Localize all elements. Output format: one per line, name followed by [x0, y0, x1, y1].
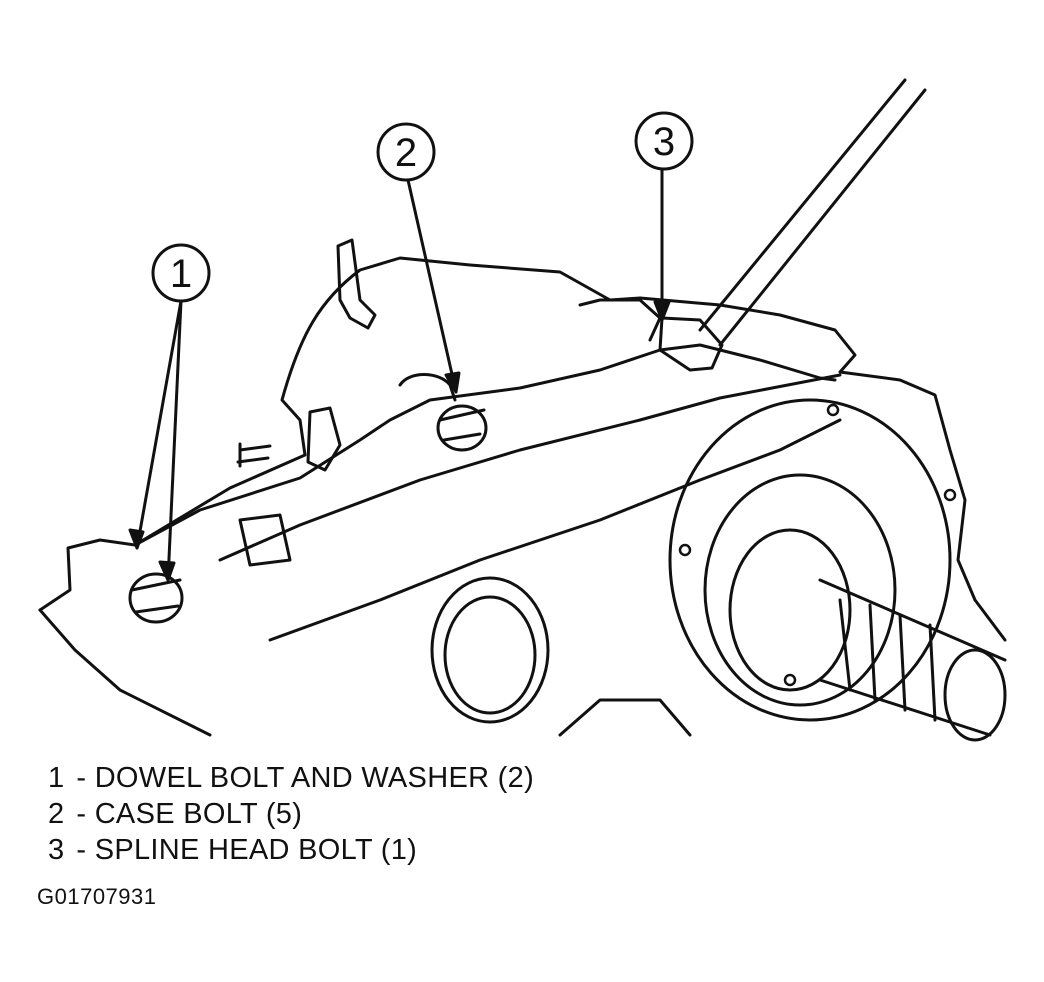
case-ridge: [268, 418, 842, 642]
bolt-boss-2: [398, 373, 457, 402]
left-tab: [306, 406, 342, 472]
legend-text: CASE BOLT (5): [94, 798, 303, 830]
callout-2-label: 2: [395, 131, 417, 175]
callout-2: 2: [376, 122, 461, 394]
legend-text: DOWEL BOLT AND WASHER (2): [94, 762, 535, 794]
legend-number: 3: [48, 834, 65, 866]
legend-item: 2 - CASE BOLT (5): [48, 796, 748, 832]
transfer-case-illustration: 1 2 3: [38, 78, 1007, 742]
legend-number: 2: [48, 798, 65, 830]
legend-separator: -: [76, 834, 87, 866]
callout-3-label: 3: [653, 120, 675, 164]
legend-text: SPLINE HEAD BOLT (1): [94, 834, 418, 866]
callout-3: 3: [634, 111, 694, 322]
case-lower-rim: [218, 373, 842, 562]
left-stud: [236, 442, 272, 468]
case-top-rim: [133, 343, 837, 547]
legend-number: 1: [48, 762, 65, 794]
legend-separator: -: [76, 762, 87, 794]
legend-item: 3 - SPLINE HEAD BOLT (1): [48, 832, 748, 868]
spline-boss: [578, 298, 662, 342]
square-pad: [238, 513, 292, 567]
spline-wrench-shaft: [698, 78, 927, 347]
legend-separator: -: [76, 798, 87, 830]
spline-wrench-head: [658, 316, 724, 372]
legend-item: 1 - DOWEL BOLT AND WASHER (2): [48, 760, 748, 796]
callout-1: 1: [128, 243, 211, 582]
figure-id: G01707931: [37, 884, 157, 909]
case-outline: [38, 256, 1007, 642]
vent-tube: [336, 238, 377, 330]
parts-legend: 1 - DOWEL BOLT AND WASHER (2) 2 - CASE B…: [48, 760, 748, 868]
callout-1-label: 1: [170, 252, 192, 296]
output-shaft: [818, 578, 1007, 742]
dowel-bolt: [128, 572, 184, 624]
case-bolt: [436, 404, 488, 452]
output-housing: [668, 398, 952, 722]
case-lower-edge: [38, 608, 692, 737]
speedo-opening: [430, 576, 550, 724]
flange-holes: [678, 403, 957, 687]
